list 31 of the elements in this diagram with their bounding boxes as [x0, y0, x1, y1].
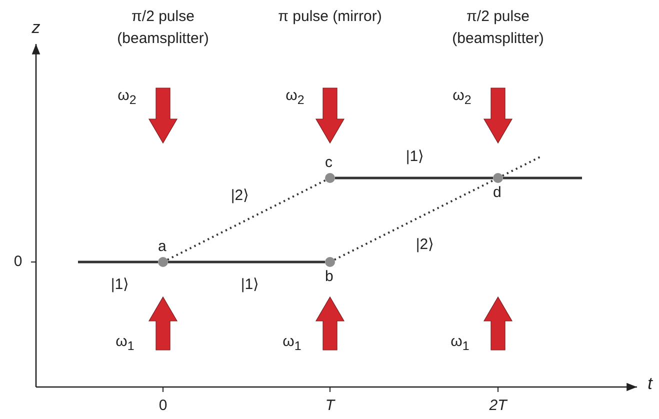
tick-label: 0 — [158, 396, 168, 416]
point-letter: c — [325, 154, 332, 172]
tick-label: 0 — [12, 252, 24, 272]
pulse-label: π/2 pulse (beamsplitter) — [451, 7, 545, 49]
path-line — [78, 260, 158, 264]
path-line — [335, 176, 493, 180]
dotted-path-line — [167, 179, 326, 261]
state-label: |1⟩ — [110, 275, 130, 295]
axis-label: t — [646, 373, 654, 395]
frequency-label: ω$_{2}$ — [284, 86, 306, 109]
frequency-label: ω$_{1}$ — [450, 332, 470, 355]
axis-label: z — [30, 17, 42, 39]
dotted-path-line — [502, 156, 540, 177]
dotted-path-line — [334, 179, 494, 261]
tick-label: T — [324, 396, 336, 416]
frequency-label: ω$_{1}$ — [114, 332, 136, 355]
point-letter: a — [158, 238, 166, 256]
state-label: |2⟩ — [230, 186, 250, 206]
frequency-label: ω$_{2}$ — [452, 86, 472, 109]
frequency-label: ω$_{1}$ — [282, 332, 302, 355]
frequency-label: ω$_{2}$ — [116, 86, 138, 109]
point-letter: d — [493, 184, 502, 202]
pulse-label: π/2 pulse (beamsplitter) — [116, 7, 210, 49]
point-letter: b — [325, 268, 334, 286]
state-label: |2⟩ — [414, 235, 436, 255]
state-label: |1⟩ — [240, 275, 260, 295]
path-line — [503, 176, 582, 180]
tick-label: 2T — [488, 396, 509, 416]
state-label: |1⟩ — [404, 147, 426, 167]
pulse-label: π pulse (mirror) — [277, 7, 383, 27]
path-line — [168, 260, 325, 264]
